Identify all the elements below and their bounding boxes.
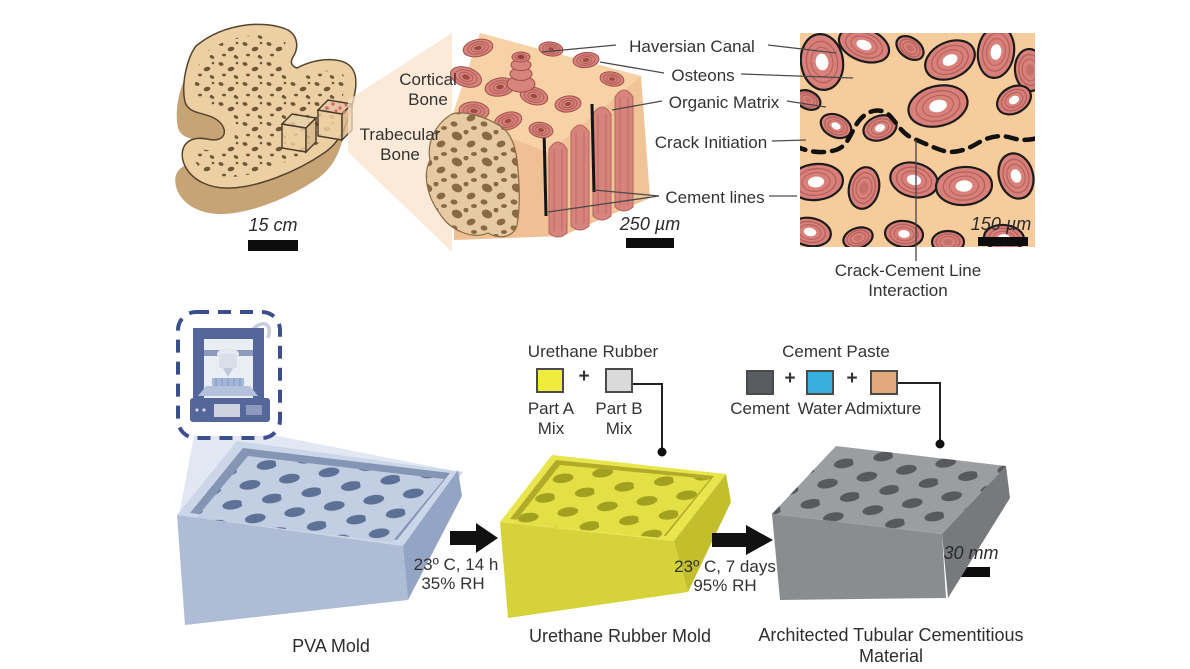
- osteon-discs: [450, 38, 625, 139]
- arrow-step1-icon: [450, 523, 498, 553]
- printer-icon: [190, 322, 271, 422]
- step1-conditions: 23º C, 14 h: [413, 555, 499, 574]
- cement-line-marks: [542, 103, 596, 217]
- scale-bar-section: [978, 237, 1028, 246]
- cortical-bone-label: Cortical Bone: [399, 70, 457, 110]
- arrow-step2-icon: [712, 525, 773, 555]
- urethane-mold-caption: Urethane Rubber Mold: [528, 626, 712, 646]
- trabecular-bone-label: Trabecular Bone: [359, 125, 441, 165]
- scale-bar-cube: [626, 238, 674, 248]
- part-a-label: Part A Mix: [527, 399, 575, 439]
- legend-connector-urethane: [632, 383, 667, 457]
- scale-bar-block: [950, 567, 990, 577]
- trabecular-texture: [425, 112, 520, 238]
- scale-label-cube: 250 µm: [619, 214, 681, 234]
- part-b-label: Part B Mix: [595, 399, 643, 439]
- bone-cube-illustration: [425, 33, 650, 240]
- zoom-cone-bone: [348, 33, 452, 252]
- scale-bar-femur: [248, 240, 298, 251]
- water-label: Water: [797, 399, 843, 418]
- organic-matrix-label: Organic Matrix: [668, 93, 780, 112]
- step1-humidity: 35% RH: [421, 574, 485, 593]
- cement-lines-label: Cement lines: [665, 188, 765, 207]
- printer-zoom-box: [176, 310, 282, 440]
- step2-humidity: 95% RH: [693, 576, 757, 595]
- scale-label-femur: 15 cm: [248, 215, 298, 235]
- scale-label-section: 150 µm: [970, 214, 1032, 234]
- haversian-canal-label: Haversian Canal: [629, 37, 755, 56]
- admixture-swatch: [870, 370, 898, 395]
- admixture-label: Admixture: [844, 399, 922, 418]
- cement-block-illustration: [772, 446, 1010, 600]
- cement-paste-title: Cement Paste: [782, 342, 890, 361]
- cement-label: Cement: [730, 399, 790, 418]
- haversian-canal-stack: [506, 51, 536, 93]
- urethane-mold-illustration: [500, 455, 731, 618]
- scale-label-block: 30 mm: [943, 543, 999, 563]
- final-material-caption: Architected Tubular Cementitious Materia…: [758, 625, 1024, 667]
- cross-section-panel: [800, 33, 1035, 247]
- osteons-label: Osteons: [671, 66, 735, 85]
- plus-sign: +: [578, 366, 590, 387]
- crack-cement-interaction-label: Crack-Cement Line Interaction: [834, 261, 982, 301]
- plus-sign: +: [846, 368, 858, 389]
- annotation-leader-lines: [541, 44, 854, 213]
- bone-sample-cubes: [280, 99, 354, 154]
- part-a-swatch: [536, 368, 564, 393]
- pva-mold-caption: PVA Mold: [292, 636, 370, 656]
- step2-conditions: 23º C, 7 days: [674, 557, 776, 576]
- cement-swatch: [746, 370, 774, 395]
- plus-sign: +: [784, 368, 796, 389]
- pva-mold-illustration: [177, 441, 463, 625]
- crack-initiation-label: Crack Initiation: [654, 133, 768, 152]
- part-b-swatch: [605, 368, 633, 393]
- water-swatch: [806, 370, 834, 395]
- urethane-rubber-title: Urethane Rubber: [527, 342, 659, 361]
- legend-connector-cement: [897, 382, 945, 449]
